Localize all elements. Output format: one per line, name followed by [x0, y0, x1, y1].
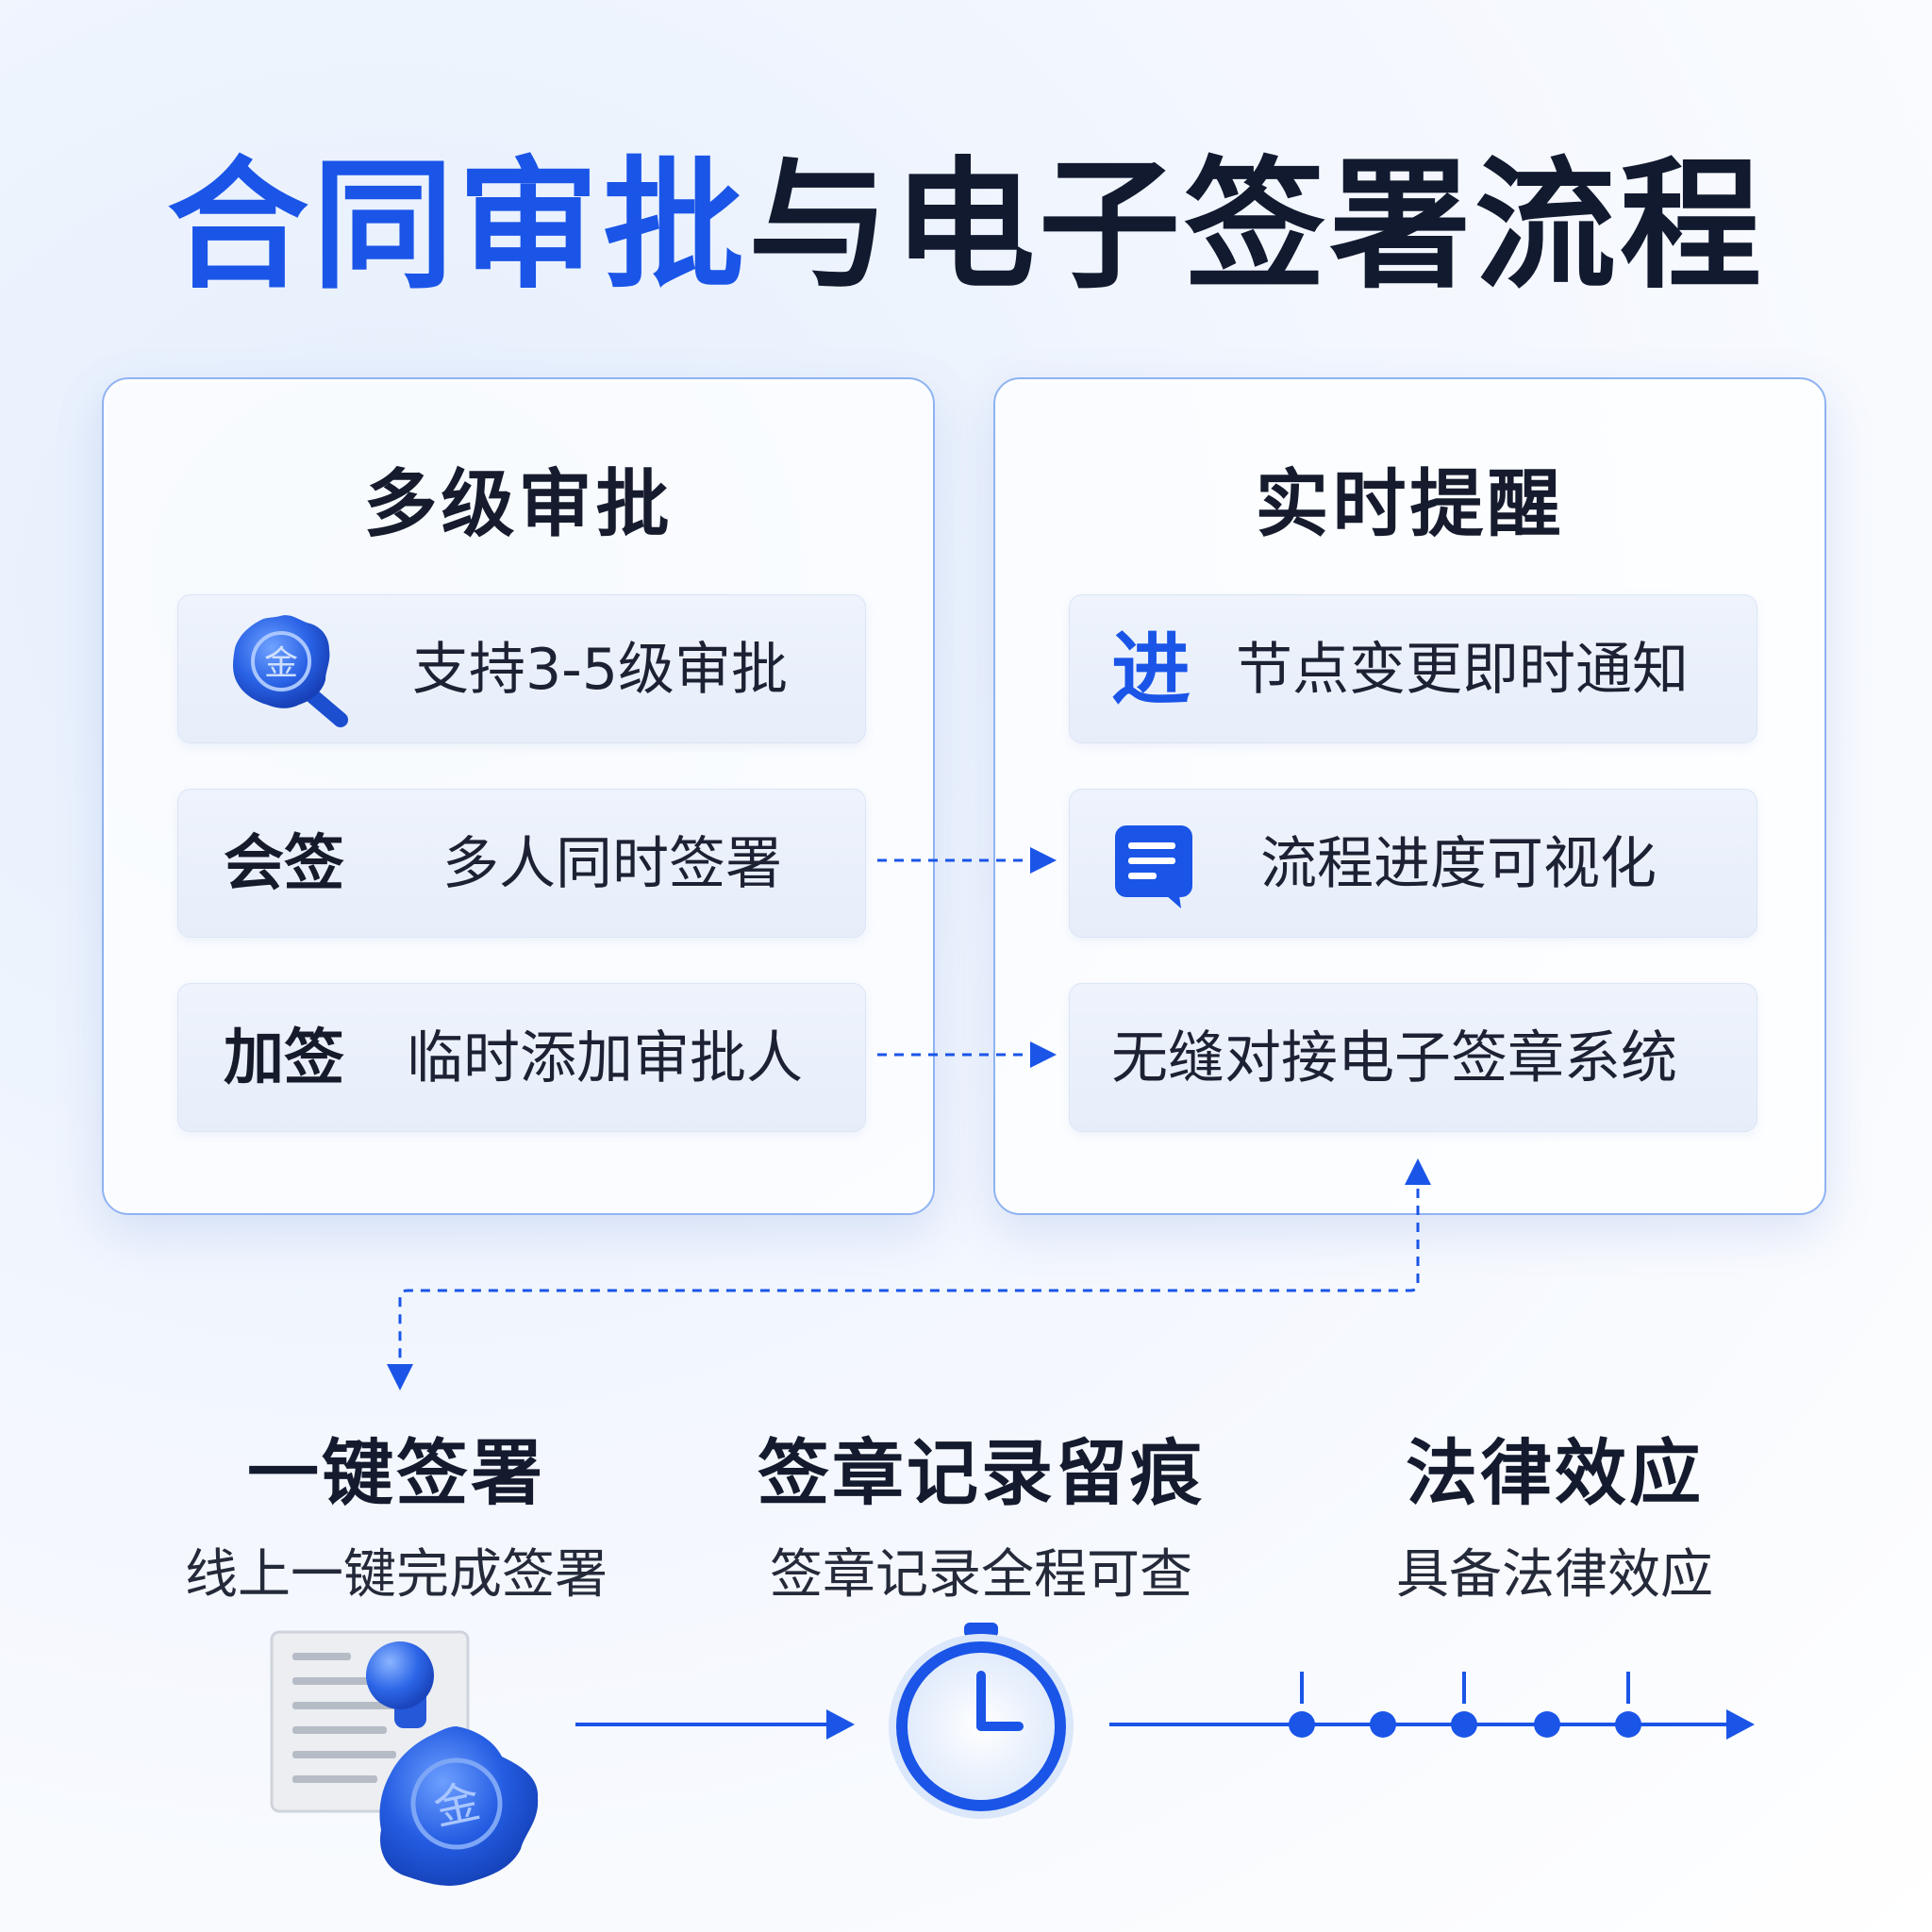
- row-text: 流程进度可视化: [1260, 831, 1657, 897]
- chat-document-icon: [1115, 825, 1192, 908]
- feature-one-click-sign: 一键签署 线上一键完成签署: [113, 1415, 679, 1608]
- realtime-reminder-panel: 实时提醒 进 节点变更即时通知 流程进度可视化 无缝对接电子签章系统: [993, 377, 1826, 1215]
- feature-subtitle: 具备法律效应: [1396, 1544, 1713, 1606]
- title-highlight: 合同审批: [166, 144, 748, 308]
- feature-sign-record: 签章记录留痕 签章记录全程可查: [698, 1415, 1264, 1608]
- row-text: 临时添加审批人: [407, 1025, 803, 1091]
- feature-subtitle: 线上一键完成签署: [185, 1544, 608, 1606]
- title-rest: 与电子签署流程: [748, 144, 1766, 308]
- feature-title: 法律效应: [1406, 1431, 1704, 1515]
- feature-subtitle: 签章记录全程可查: [770, 1544, 1192, 1606]
- panel-heading: 多级审批: [363, 462, 674, 547]
- page-title: 合同审批与电子签署流程: [0, 142, 1932, 311]
- timeline-icon: [1109, 1672, 1755, 1740]
- document-stamp-icon: 金: [270, 1630, 539, 1886]
- progress-visual-row[interactable]: 流程进度可视化: [1069, 789, 1757, 938]
- stamp-char: 金: [429, 1775, 485, 1837]
- feature-legal-effect: 法律效应 具备法律效应: [1272, 1415, 1838, 1608]
- row-text: 节点变更即时通知: [1236, 637, 1689, 703]
- row-text: 无缝对接电子签章系统: [1111, 1025, 1677, 1091]
- feature-title: 签章记录留痕: [758, 1431, 1205, 1515]
- esign-integration-row[interactable]: 无缝对接电子签章系统: [1069, 983, 1757, 1132]
- seal-magnifier-icon: 金: [233, 615, 348, 727]
- approval-levels-row[interactable]: 金 支持3-5级审批: [177, 594, 866, 743]
- panel-heading: 实时提醒: [1255, 462, 1565, 547]
- row-text: 支持3-5级审批: [412, 637, 788, 703]
- seal-char: 金: [264, 644, 298, 683]
- row-text: 多人同时签署: [442, 831, 782, 897]
- countersign-row[interactable]: 会签 多人同时签署: [177, 789, 866, 938]
- node-change-notify-row[interactable]: 进 节点变更即时通知: [1069, 594, 1757, 743]
- add-approver-row[interactable]: 加签 临时添加审批人: [177, 983, 866, 1132]
- stopwatch-icon: [889, 1623, 1074, 1819]
- progress-char-icon: 进: [1111, 624, 1191, 716]
- row-tag: 加签: [224, 1024, 344, 1093]
- row-tag: 会签: [224, 829, 344, 899]
- multi-level-approval-panel: 多级审批 金 支持3-5级审批 会签 多人同时签署 加签 临时添加审批人: [102, 377, 935, 1215]
- feature-title: 一键签署: [247, 1431, 545, 1515]
